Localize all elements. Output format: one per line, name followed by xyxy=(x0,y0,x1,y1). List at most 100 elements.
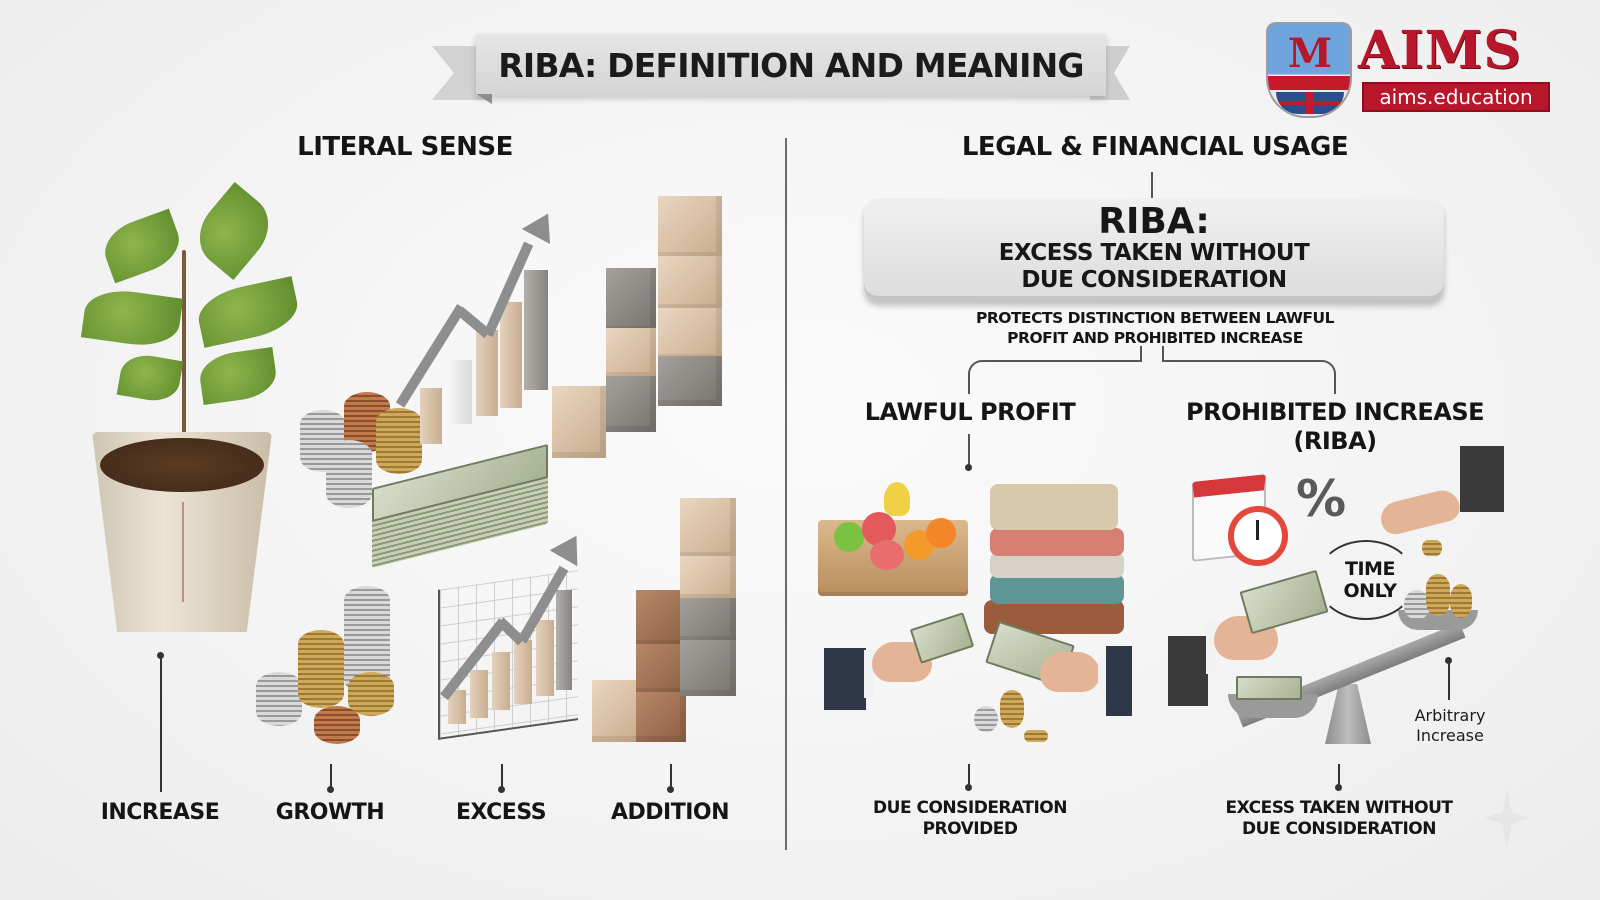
wood-block xyxy=(658,256,722,310)
arrow-up-icon xyxy=(521,206,563,244)
bar xyxy=(448,690,466,724)
logo-domain[interactable]: aims.education xyxy=(1362,82,1550,112)
arbitrary-increase-label: Arbitrary Increase xyxy=(1400,706,1500,746)
arbitrary-line-2: Increase xyxy=(1416,726,1484,745)
coin-stack-icon xyxy=(348,672,394,716)
connector-line xyxy=(1338,764,1340,788)
logo-brand: AIMS xyxy=(1358,20,1522,81)
bar xyxy=(514,640,532,704)
connector-dot xyxy=(667,786,674,793)
label-increase: INCREASE xyxy=(100,800,220,825)
cash-stack-icon xyxy=(1239,569,1329,635)
bar xyxy=(470,670,488,718)
wood-block xyxy=(680,498,736,558)
wood-block xyxy=(680,556,736,600)
folded-cloth-icon xyxy=(990,574,1124,604)
connector-line xyxy=(968,434,970,468)
lawful-caption-line-1: DUE CONSIDERATION xyxy=(873,798,1067,818)
connector-line xyxy=(160,656,162,792)
branch-connector xyxy=(1162,346,1164,360)
cuff xyxy=(1206,622,1216,674)
label-growth: GROWTH xyxy=(275,800,385,825)
legal-usage-heading: LEGAL & FINANCIAL USAGE xyxy=(961,132,1349,162)
roots xyxy=(182,502,242,602)
definition-term: RIBA: xyxy=(1098,201,1210,242)
wood-block xyxy=(680,598,736,642)
prohibited-line-1: PROHIBITED INCREASE xyxy=(1185,398,1485,426)
prohibited-line-2: (RIBA) xyxy=(1293,427,1377,455)
bar xyxy=(420,388,442,444)
wood-block xyxy=(606,376,656,432)
aims-logo[interactable]: M AIMS aims.education xyxy=(1254,18,1554,118)
potted-sapling-icon xyxy=(92,432,272,632)
prohibited-increase-heading: PROHIBITED INCREASE (RIBA) xyxy=(1175,398,1495,456)
arbitrary-line-1: Arbitrary xyxy=(1414,706,1486,725)
connector-dot xyxy=(157,652,164,659)
label-addition: ADDITION xyxy=(610,800,730,825)
apple-icon xyxy=(870,540,904,570)
sparkle-icon xyxy=(1484,788,1530,848)
cash-stack-icon xyxy=(909,612,975,664)
sleeve xyxy=(1168,636,1208,706)
crest-banner xyxy=(1268,76,1350,90)
definition-line-1: EXCESS TAKEN WITHOUT xyxy=(998,240,1310,266)
shield-crest-icon: M xyxy=(1266,22,1352,118)
wood-block xyxy=(606,268,656,332)
lawful-profit-heading: LAWFUL PROFIT xyxy=(864,398,1076,426)
bar xyxy=(536,620,554,696)
time-only-label: TIME ONLY xyxy=(1330,558,1410,602)
soil xyxy=(100,438,264,492)
lawful-caption: DUE CONSIDERATION PROVIDED xyxy=(860,798,1080,840)
literal-sense-heading: LITERAL SENSE xyxy=(297,132,513,162)
arrow-up-icon xyxy=(549,527,591,567)
bar xyxy=(476,330,498,416)
branch-connector-left xyxy=(968,360,1142,394)
page-title: RIBA: DEFINITION AND MEANING xyxy=(498,45,1084,85)
wood-block xyxy=(606,328,656,378)
cash-stack-icon xyxy=(1236,676,1302,700)
union-flag-icon xyxy=(1276,92,1344,114)
wood-block xyxy=(636,590,686,646)
oak-leaf-icon xyxy=(97,208,187,284)
bar xyxy=(556,590,572,690)
note-line-2: PROFIT AND PROHIBITED INCREASE xyxy=(1007,329,1303,347)
folded-cloth-icon xyxy=(990,528,1124,556)
oak-leaf-icon xyxy=(193,276,303,348)
connector-line xyxy=(1448,660,1450,700)
connector-dot xyxy=(1445,657,1452,664)
ribbon-fold xyxy=(476,94,492,104)
coin-icon xyxy=(1426,574,1450,616)
coin-icon xyxy=(1404,590,1430,620)
wood-block xyxy=(658,356,722,406)
oak-leaf-icon xyxy=(116,351,184,405)
cycle-arrows-icon xyxy=(1316,540,1416,620)
connector-dot xyxy=(1335,784,1342,791)
time-line-1: TIME xyxy=(1345,558,1395,580)
bar xyxy=(448,360,472,424)
note-line-1: PROTECTS DISTINCTION BETWEEN LAWFUL xyxy=(976,309,1334,327)
banana-icon xyxy=(884,482,910,516)
coin-stack-icon xyxy=(298,630,344,708)
folded-cloth-icon xyxy=(990,484,1118,530)
sleeve xyxy=(824,648,866,710)
coin-icon xyxy=(1000,690,1024,728)
hand-icon xyxy=(1377,486,1463,538)
connector-line xyxy=(670,764,672,790)
connector-line xyxy=(968,764,970,788)
wood-block xyxy=(636,692,686,742)
coin-stack-icon xyxy=(314,706,360,744)
title-ribbon: RIBA: DEFINITION AND MEANING xyxy=(432,32,1130,104)
wood-block xyxy=(552,386,606,458)
title-band: RIBA: DEFINITION AND MEANING xyxy=(476,34,1106,96)
definition-line-2: DUE CONSIDERATION xyxy=(1021,267,1287,293)
apple-icon xyxy=(834,522,864,552)
wood-block xyxy=(680,640,736,696)
sleeve xyxy=(1106,646,1132,716)
wood-block xyxy=(592,680,642,742)
folded-cloth-icon xyxy=(990,552,1124,578)
scale-stand xyxy=(1325,684,1371,744)
connector-dot xyxy=(498,786,505,793)
connector-dot xyxy=(965,784,972,791)
bar xyxy=(500,302,522,408)
connector-dot xyxy=(327,786,334,793)
